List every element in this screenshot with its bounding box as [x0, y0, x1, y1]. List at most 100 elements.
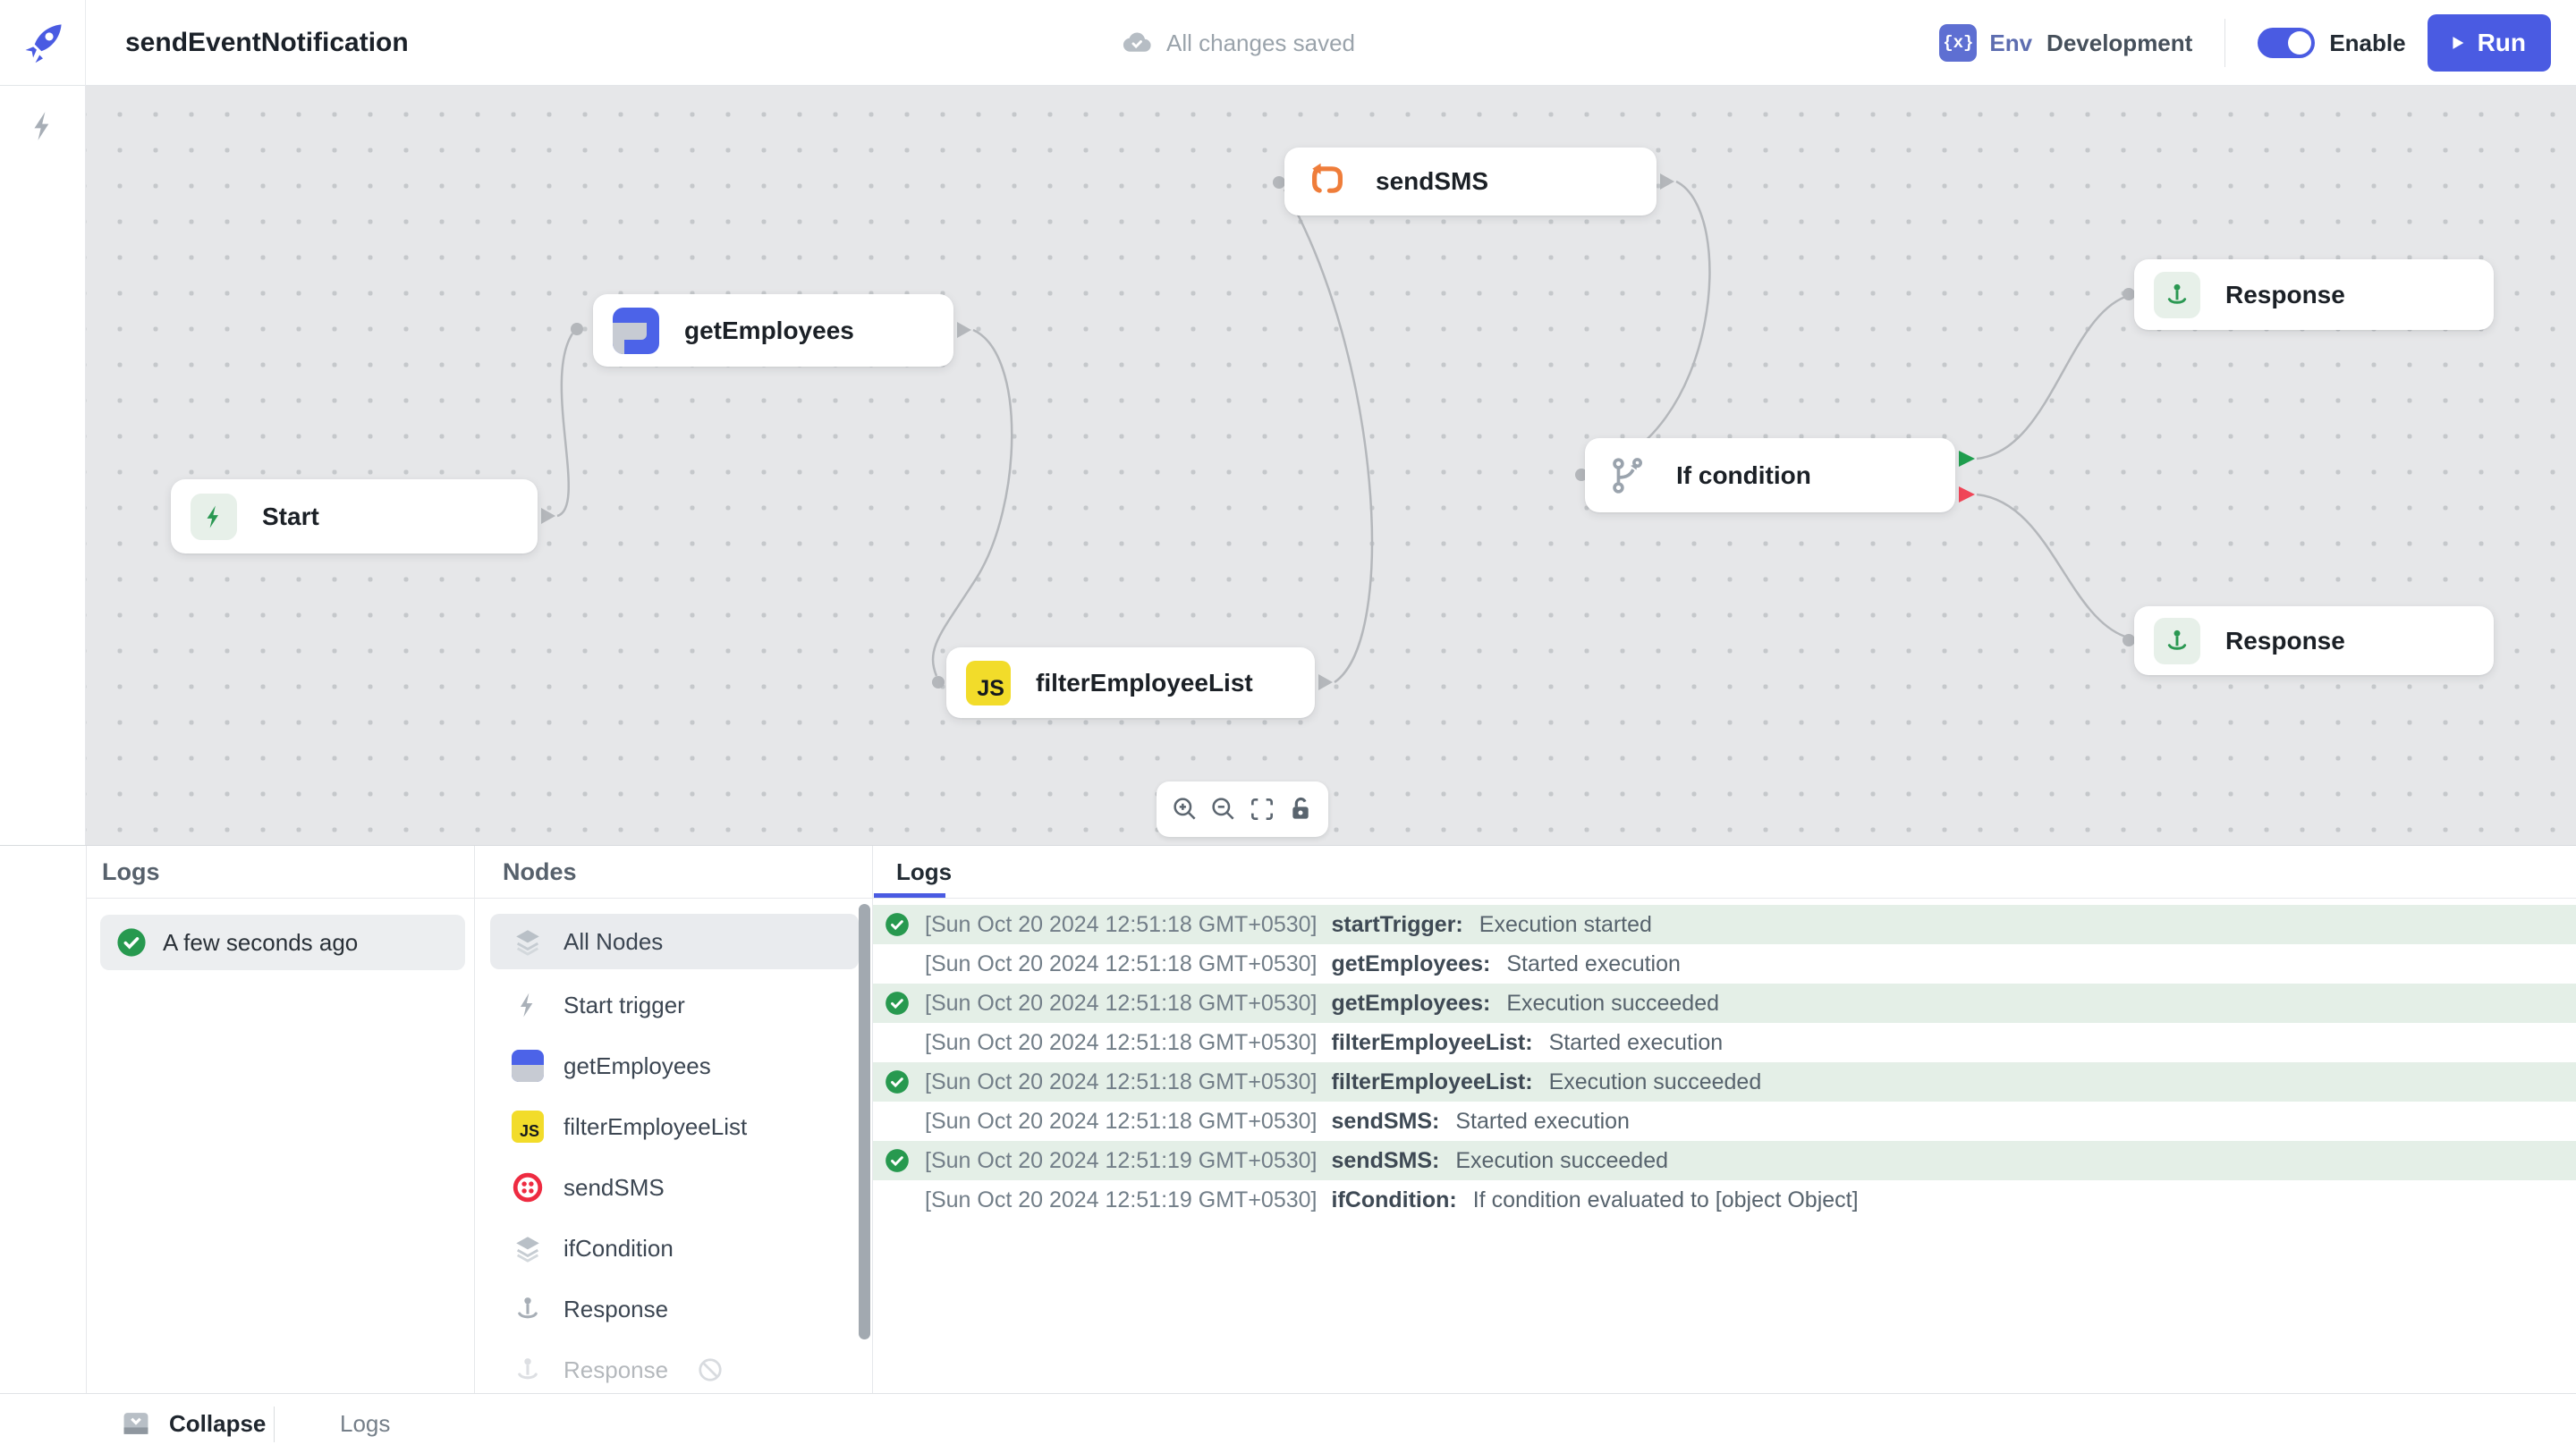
node-response-true[interactable]: Response: [2134, 259, 2494, 330]
start-lightning-icon: [191, 493, 237, 540]
output-arrow: [1318, 674, 1333, 690]
log-message: Execution succeeded: [1506, 990, 1720, 1016]
trigger-lightning-icon[interactable]: [26, 109, 60, 143]
js-icon: JS: [512, 1111, 544, 1143]
log-node-name: startTrigger:: [1331, 911, 1463, 937]
log-node-name: filterEmployeeList:: [1331, 1029, 1533, 1055]
node-sendsms[interactable]: sendSMS: [1284, 148, 1657, 215]
nodes-list-item[interactable]: sendSMS: [490, 1157, 859, 1218]
layers-icon: [516, 930, 539, 956]
input-dot: [932, 676, 945, 688]
node-label: If condition: [1676, 460, 1811, 489]
footer-divider: [274, 1407, 275, 1442]
edge-getEmployees-filter: [931, 328, 1013, 677]
collapse-button[interactable]: Collapse: [119, 1394, 266, 1453]
zoom-in-icon[interactable]: [1170, 794, 1200, 824]
run-history-item[interactable]: A few seconds ago: [100, 915, 465, 970]
nodes-list: All Nodes Start trigger getEmployees JS …: [490, 914, 859, 1393]
node-label: Response: [2225, 280, 2345, 308]
log-timestamp: [Sun Oct 20 2024 12:51:18 GMT+0530]: [925, 1029, 1318, 1055]
output-arrow: [541, 508, 555, 524]
nodes-list-item[interactable]: Response: [490, 1279, 859, 1339]
output-arrow: [957, 322, 971, 338]
log-entry: [Sun Oct 20 2024 12:51:18 GMT+0530] filt…: [873, 1062, 2576, 1102]
log-timestamp: [Sun Oct 20 2024 12:51:18 GMT+0530]: [925, 990, 1318, 1016]
edge-ifCondition-false-response: [1976, 493, 2126, 638]
log-entry: [Sun Oct 20 2024 12:51:18 GMT+0530] getE…: [873, 944, 2576, 984]
node-label: Start: [262, 502, 319, 530]
log-message: Started execution: [1506, 950, 1681, 976]
tab-logs[interactable]: Logs: [896, 857, 953, 885]
edge-filter-sendSMS: [1283, 189, 1374, 684]
fit-view-icon[interactable]: [1247, 794, 1277, 824]
panel-header-border: [86, 898, 2576, 899]
log-entry: [Sun Oct 20 2024 12:51:19 GMT+0530] ifCo…: [873, 1180, 2576, 1220]
input-dot: [2123, 288, 2135, 300]
app-logo[interactable]: [0, 0, 86, 86]
success-check-icon: [886, 992, 909, 1015]
log-entry: [Sun Oct 20 2024 12:51:18 GMT+0530] star…: [873, 905, 2576, 944]
success-check-icon: [117, 928, 146, 957]
log-timestamp: [Sun Oct 20 2024 12:51:19 GMT+0530]: [925, 1187, 1318, 1212]
node-response-false[interactable]: Response: [2134, 606, 2494, 675]
node-label: getEmployees: [684, 316, 854, 344]
node-ifcondition[interactable]: If condition: [1585, 438, 1955, 512]
autosave-text: All changes saved: [1166, 29, 1356, 56]
enable-toggle[interactable]: [2258, 28, 2316, 58]
nodes-list-item[interactable]: ifCondition: [490, 1218, 859, 1279]
nodes-list-item[interactable]: Start trigger: [490, 975, 859, 1035]
footer-tab-logs[interactable]: Logs: [340, 1409, 391, 1437]
nodes-list-item[interactable]: getEmployees: [490, 1035, 859, 1096]
nodes-list-item[interactable]: All Nodes: [490, 914, 859, 969]
environment-selector[interactable]: {x} Env Development: [1939, 24, 2192, 62]
active-tab-indicator: [874, 893, 945, 898]
left-rail: [0, 86, 86, 845]
datasource-icon: [613, 307, 659, 354]
toggle-knob: [2288, 31, 2312, 55]
workflow-canvas[interactable]: Start getEmployees sendSMS JS filterEmpl…: [86, 86, 2576, 845]
zoom-out-icon[interactable]: [1208, 794, 1239, 824]
log-timestamp: [Sun Oct 20 2024 12:51:19 GMT+0530]: [925, 1147, 1318, 1173]
env-icon: {x}: [1939, 24, 1978, 62]
output-arrow: [1660, 173, 1674, 190]
workflow-edges: [541, 173, 2135, 690]
response-pin-icon: [2154, 617, 2200, 664]
loop-arrow-icon: [1304, 160, 1351, 203]
node-filteremployeelist[interactable]: JS filterEmployeeList: [946, 647, 1315, 718]
nodes-list-item[interactable]: Response: [490, 1339, 859, 1393]
log-message: Execution succeeded: [1455, 1147, 1669, 1173]
node-start[interactable]: Start: [171, 479, 538, 553]
log-entry: [Sun Oct 20 2024 12:51:19 GMT+0530] send…: [873, 1141, 2576, 1180]
log-message: If condition evaluated to [object Object…: [1472, 1187, 1859, 1212]
nodes-header: Nodes: [503, 857, 577, 885]
nodes-scrollbar[interactable]: [859, 904, 870, 1339]
panel-divider: [872, 846, 873, 1393]
collapse-panel-icon: [123, 1413, 148, 1434]
env-value: Development: [2046, 29, 2193, 56]
rocket-icon: [25, 24, 62, 63]
footer-bar: Collapse Logs: [0, 1393, 2576, 1452]
node-label: filterEmployeeList: [1036, 668, 1253, 697]
response-pin-icon: [2154, 271, 2200, 318]
app-header: sendEventNotification All changes saved …: [0, 0, 2576, 86]
collapse-label: Collapse: [169, 1409, 267, 1437]
node-label: sendSMS: [1376, 167, 1489, 195]
success-check-icon: [886, 1070, 909, 1094]
panel-divider: [474, 846, 475, 1393]
input-dot: [2123, 634, 2135, 646]
runs-header: Logs: [102, 857, 160, 885]
log-node-name: ifCondition:: [1331, 1187, 1457, 1212]
edge-sendSMS-ifCondition: [1588, 180, 1711, 474]
log-timestamp: [Sun Oct 20 2024 12:51:18 GMT+0530]: [925, 1069, 1318, 1094]
run-button[interactable]: Run: [2427, 14, 2551, 72]
env-label: Env: [1989, 29, 2033, 56]
edge-start-getEmployees: [556, 333, 574, 518]
node-getemployees[interactable]: getEmployees: [593, 294, 953, 367]
nodes-list-item[interactable]: JS filterEmployeeList: [490, 1096, 859, 1157]
log-message: Started execution: [1455, 1108, 1630, 1134]
log-node-name: sendSMS:: [1331, 1108, 1440, 1134]
lock-icon[interactable]: [1285, 794, 1316, 824]
input-dot: [1575, 469, 1588, 481]
workflow-title: sendEventNotification: [125, 28, 409, 57]
input-dot: [571, 323, 583, 335]
